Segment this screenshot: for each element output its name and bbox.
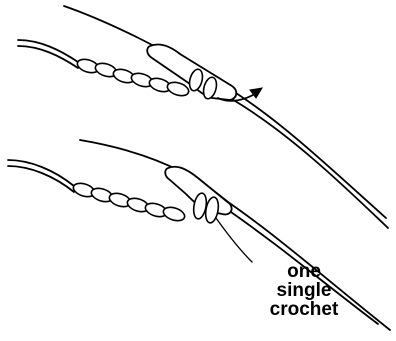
- top-working-yarn: [64, 6, 386, 218]
- caption-line-one: one: [256, 262, 352, 281]
- top-tail-yarn: [18, 40, 78, 62]
- top-working-yarn-lower: [230, 98, 388, 228]
- caption-one-single-crochet: one single crochet: [256, 262, 352, 319]
- caption-line-single: single: [256, 281, 352, 300]
- caption-pointer-line: [216, 218, 252, 262]
- bottom-chain: [72, 181, 187, 223]
- caption-line-crochet: crochet: [256, 300, 352, 319]
